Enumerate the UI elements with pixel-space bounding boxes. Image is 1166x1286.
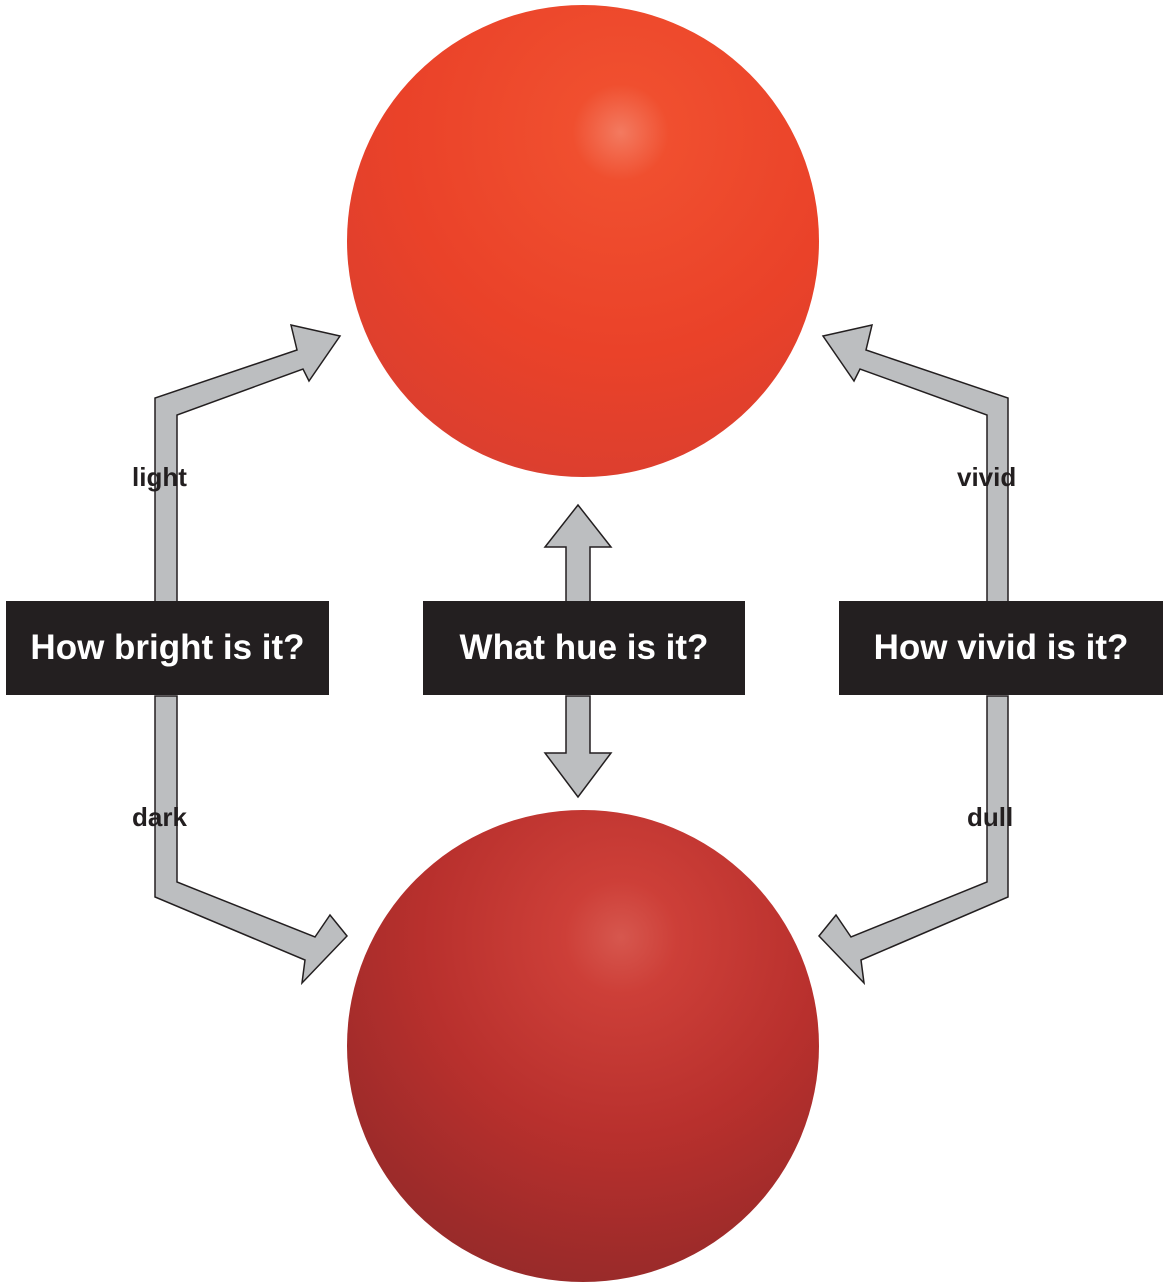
brightness-arrow-down-left bbox=[154, 695, 348, 986]
vivid-label: vivid bbox=[957, 462, 1017, 492]
vividness-arrow-up-right bbox=[821, 324, 1009, 604]
brightness-question-text: How bright is it? bbox=[30, 628, 305, 667]
hue-arrow-down bbox=[543, 695, 613, 799]
brightness-arrow-up-left bbox=[154, 324, 342, 604]
brightness-question-box: How bright is it? bbox=[6, 601, 329, 695]
dull-label: dull bbox=[967, 802, 1014, 832]
top-sphere-red-ball bbox=[347, 5, 819, 477]
dark-label: dark bbox=[132, 802, 187, 832]
hue-question-box: What hue is it? bbox=[423, 601, 745, 695]
vividness-question-box: How vivid is it? bbox=[839, 601, 1163, 695]
light-label: light bbox=[132, 462, 187, 492]
vividness-arrow-down-right bbox=[818, 695, 1009, 986]
vividness-question-text: How vivid is it? bbox=[873, 628, 1129, 667]
bottom-sphere-dark-red-ball bbox=[347, 810, 819, 1282]
hue-question-text: What hue is it? bbox=[459, 628, 709, 667]
hue-arrow-up bbox=[543, 503, 613, 604]
